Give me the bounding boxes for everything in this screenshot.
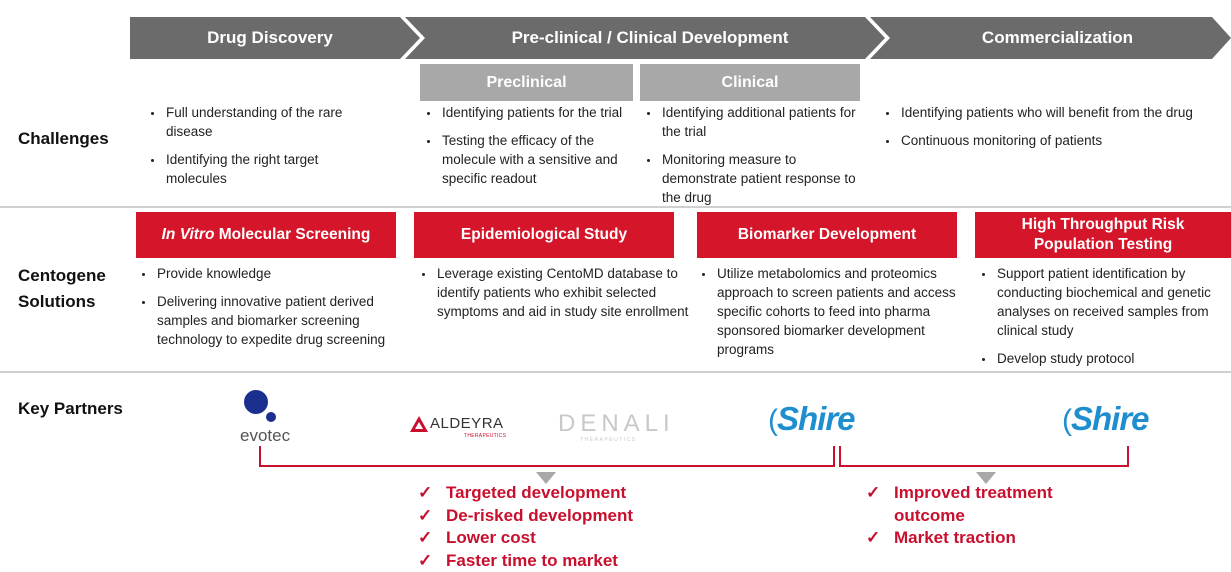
benefit-label: Market traction (894, 528, 1016, 547)
bracket-left (260, 446, 834, 466)
benefit-item-continued: outcome (866, 505, 1053, 528)
benefits-right: ✓Improved treatment outcome ✓Market trac… (866, 482, 1053, 550)
benefit-item: ✓Faster time to market (418, 550, 633, 572)
benefit-item: ✓De-risked development (418, 505, 633, 528)
benefit-item: ✓Lower cost (418, 527, 633, 550)
benefit-label: Improved treatment (894, 483, 1053, 502)
benefit-item: ✓Targeted development (418, 482, 633, 505)
benefit-label: Lower cost (446, 528, 536, 547)
check-icon: ✓ (418, 505, 446, 528)
check-icon: ✓ (866, 527, 894, 550)
benefit-item: ✓Improved treatment (866, 482, 1053, 505)
check-icon: ✓ (418, 482, 446, 505)
benefit-label: De-risked development (446, 506, 633, 525)
benefit-label: outcome (894, 506, 965, 525)
benefit-item: ✓Market traction (866, 527, 1053, 550)
bracket-right (840, 446, 1128, 466)
check-icon: ✓ (418, 550, 446, 572)
check-icon: ✓ (418, 527, 446, 550)
benefit-label: Faster time to market (446, 551, 618, 570)
benefit-label: Targeted development (446, 483, 626, 502)
benefits-left: ✓Targeted development ✓De-risked develop… (418, 482, 633, 572)
check-icon: ✓ (866, 482, 894, 505)
